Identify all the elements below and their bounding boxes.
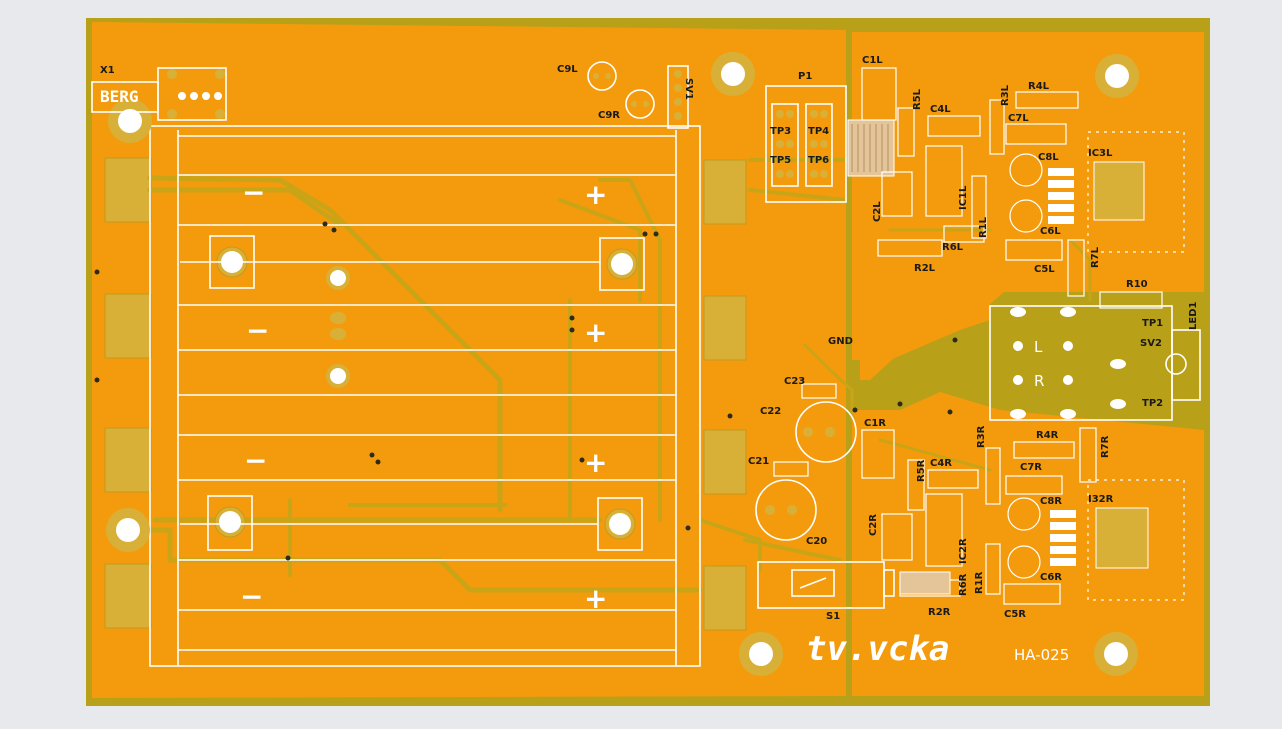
label-r5r: R5R (916, 459, 927, 482)
plus-sign: + (584, 582, 607, 615)
mounting-holes (106, 52, 1139, 676)
minus-sign: − (242, 176, 265, 209)
label-tp6: TP6 (808, 155, 829, 166)
label-sv1: SV1 (683, 78, 694, 100)
label-jack-r: R (1034, 372, 1044, 390)
label-c1r: C1R (864, 418, 886, 429)
label-ic3r: I32R (1088, 494, 1114, 505)
label-r6r: R6R (958, 573, 969, 596)
minus-sign: − (240, 580, 263, 613)
copper-pour-right-bottom (852, 392, 1204, 696)
component-labels: X1 BERG C9L C9R SV1 P1 TP3 TP4 TP5 TP6 C… (100, 55, 1199, 622)
label-r1r: R1R (974, 571, 985, 594)
label-berg: BERG (100, 87, 139, 106)
vias (94, 221, 958, 561)
label-p1: P1 (798, 71, 812, 82)
plus-sign: + (584, 446, 607, 479)
polarity-markers: − + − + − + − + (240, 176, 607, 615)
label-tp5: TP5 (770, 155, 791, 166)
right-channel-components (861, 427, 1185, 605)
label-r4r: R4R (1036, 430, 1059, 441)
label-c23: C23 (784, 376, 805, 387)
label-c4l: C4L (930, 104, 951, 115)
label-c5l: C5L (1034, 264, 1055, 275)
minus-sign: − (244, 444, 267, 477)
label-c21: C21 (748, 456, 769, 467)
caps-c9 (587, 61, 689, 129)
label-ic2r: IC2R (958, 538, 969, 564)
label-tp3: TP3 (770, 126, 791, 137)
heatsink-outline (149, 125, 701, 667)
label-sv2: SV2 (1140, 338, 1162, 349)
label-r7l: R7L (1090, 246, 1101, 268)
label-r4l: R4L (1028, 81, 1050, 92)
label-c1l: C1L (862, 55, 883, 66)
label-gnd: GND (828, 336, 853, 347)
label-c22: C22 (760, 406, 781, 417)
label-c2l: C2L (872, 201, 883, 222)
label-s1: S1 (826, 611, 840, 622)
label-r5l: R5L (912, 88, 923, 110)
label-r1l: R1L (978, 216, 989, 238)
minus-sign: − (246, 314, 269, 347)
label-r3r: R3R (976, 425, 987, 448)
label-ic3l: IC3L (1088, 148, 1113, 159)
label-r7r: R7R (1100, 435, 1111, 458)
label-c4r: C4R (930, 458, 952, 469)
label-c7r: C7R (1020, 462, 1042, 473)
label-tp4: TP4 (808, 126, 829, 137)
power-caps (755, 383, 857, 541)
left-channel-components (861, 67, 1185, 309)
label-jack-l: L (1034, 338, 1043, 356)
label-c6l: C6L (1040, 226, 1061, 237)
connector-x1 (91, 67, 227, 121)
copper-pour-middle (860, 300, 990, 380)
brand-logo: tv.vcka (806, 629, 949, 669)
label-c8l: C8L (1038, 152, 1059, 163)
label-ic1l: IC1L (958, 185, 969, 210)
label-c9r: C9R (598, 110, 620, 121)
label-c8r: C8R (1040, 496, 1062, 507)
header-p1 (765, 85, 847, 203)
label-c6r: C6R (1040, 572, 1062, 583)
copper-traces (147, 158, 1092, 593)
label-r3l: R3L (1000, 84, 1011, 106)
jack-sv2 (989, 305, 1201, 421)
copper-pour-right-top (852, 32, 1204, 360)
label-r10: R10 (1126, 279, 1148, 290)
label-c7l: C7L (1008, 113, 1029, 124)
board-name: HA-025 (1014, 646, 1069, 664)
label-x1: X1 (100, 65, 115, 76)
coil-left (847, 119, 895, 177)
label-tp2: TP2 (1142, 398, 1163, 409)
label-r6l: R6L (942, 242, 964, 253)
plus-sign: + (584, 316, 607, 349)
label-r2r: R2R (928, 607, 951, 618)
label-r2l: R2L (914, 263, 936, 274)
power-transistors (180, 235, 645, 551)
switch-s1 (757, 561, 895, 609)
label-c2r: C2R (868, 514, 879, 536)
label-c5r: C5R (1004, 609, 1026, 620)
plus-sign: + (584, 178, 607, 211)
label-tp1: TP1 (1142, 318, 1163, 329)
label-led1: LED1 (1188, 301, 1199, 330)
label-c9l: C9L (557, 64, 578, 75)
label-c20: C20 (806, 536, 827, 547)
